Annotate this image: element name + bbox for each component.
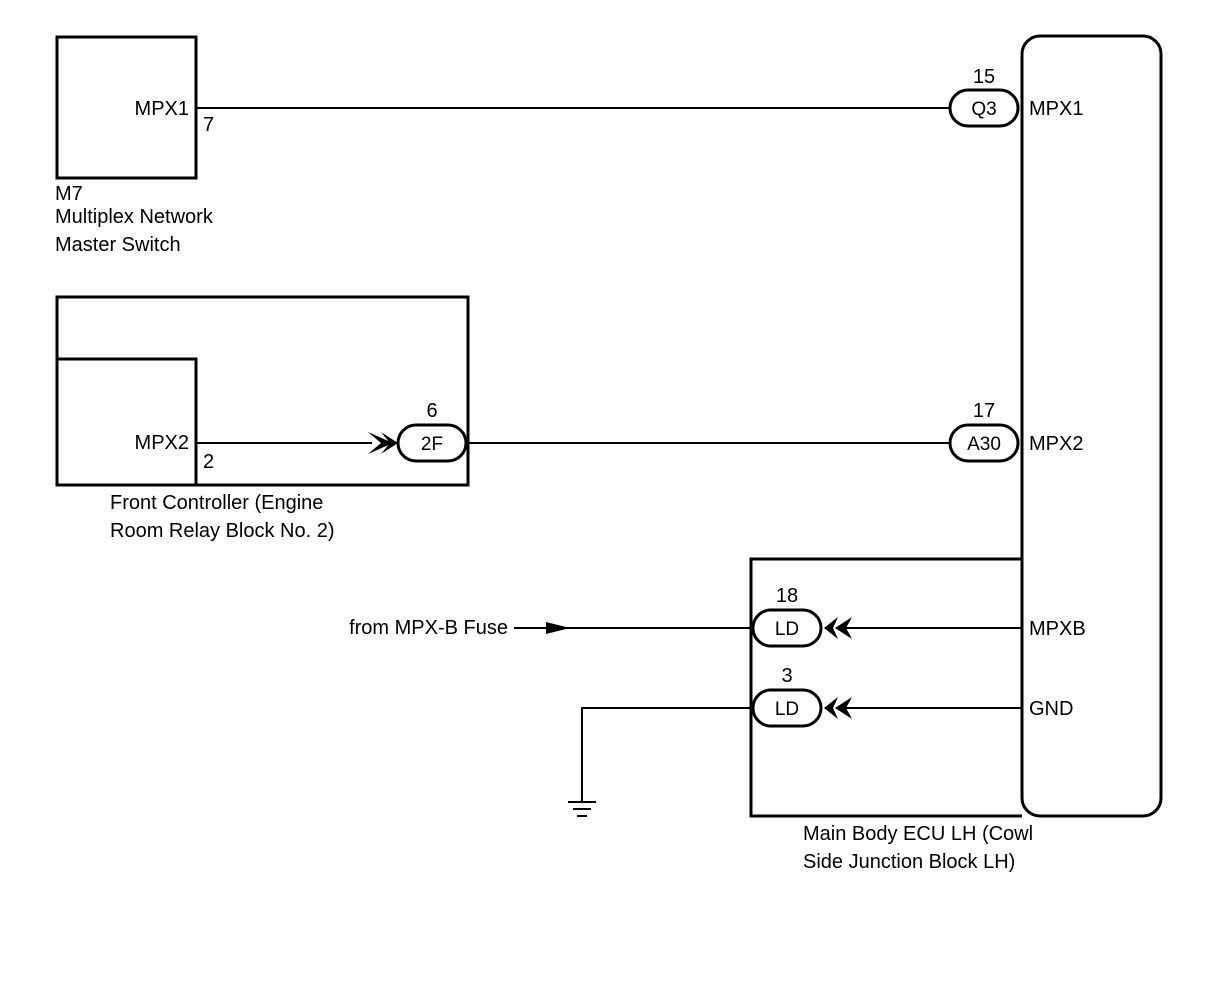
connector-ld-mpxb-shape <box>751 608 823 648</box>
front-controller-terminal-name: MPX2 <box>135 432 189 454</box>
connector-ld-mpxb: LD 18 <box>751 585 823 648</box>
connector-a30-pin: 17 <box>973 400 995 422</box>
ground-icon <box>568 801 596 817</box>
arrow-right-icon <box>546 622 570 634</box>
front-controller: MPX2 2 Front Controller (Engine Room Rel… <box>55 295 470 542</box>
connector-q3-code: Q3 <box>971 99 996 120</box>
m7-name-line2: Master Switch <box>55 234 181 256</box>
chevron-left-icon <box>835 697 852 719</box>
ecu-terminal-mpx2: MPX2 <box>1029 433 1083 455</box>
connector-ld-gnd: LD 3 <box>751 665 823 728</box>
connector-a30-shape <box>948 423 1020 463</box>
connector-q3-shape <box>948 88 1020 128</box>
ecu-name-line2: Side Junction Block LH) <box>803 851 1015 873</box>
chevron-left-icon <box>824 697 838 719</box>
front-controller-pin-number: 2 <box>203 451 214 473</box>
front-controller-inner-box <box>55 357 198 487</box>
ecu-terminal-mpxb: MPXB <box>1029 618 1086 640</box>
connector-2f-pin: 6 <box>426 400 437 422</box>
ecu-terminal-mpx1: MPX1 <box>1029 98 1083 120</box>
front-controller-name-line2: Room Relay Block No. 2) <box>110 520 335 542</box>
m7-master-switch: MPX1 7 M7 Multiplex Network Master Switc… <box>55 35 214 256</box>
chevron-left-icon <box>824 617 838 639</box>
chevron-right-icon <box>381 432 398 454</box>
connector-ld-mpxb-code: LD <box>775 619 799 640</box>
connector-q3: Q3 15 MPX1 <box>948 66 1083 128</box>
front-controller-name-line1: Front Controller (Engine <box>110 492 323 514</box>
connector-a30-code: A30 <box>967 434 1001 455</box>
ecu-terminal-gnd: GND <box>1029 698 1073 720</box>
connector-ld-gnd-code: LD <box>775 699 799 720</box>
m7-pin-number: 7 <box>203 114 214 136</box>
connector-2f: 2F 6 <box>396 400 468 463</box>
junction-block-box <box>749 557 1022 818</box>
connector-ld-gnd-pin: 3 <box>781 665 792 687</box>
ecu-name-line1: Main Body ECU LH (Cowl <box>803 823 1033 845</box>
ecu-body-box <box>1020 34 1163 818</box>
connector-2f-code: 2F <box>421 434 443 455</box>
connector-ld-mpxb-pin: 18 <box>776 585 798 607</box>
main-body-ecu: Main Body ECU LH (Cowl Side Junction Blo… <box>749 34 1163 873</box>
connector-a30: A30 17 MPX2 <box>948 400 1083 463</box>
m7-name-line1: Multiplex Network <box>55 206 214 228</box>
m7-code: M7 <box>55 183 83 205</box>
connector-ld-gnd-shape <box>751 688 823 728</box>
m7-terminal-name: MPX1 <box>135 98 189 120</box>
chevron-left-icon <box>835 617 852 639</box>
ground-wire <box>581 707 753 802</box>
fuse-label: from MPX-B Fuse <box>349 617 508 639</box>
connector-q3-pin: 15 <box>973 66 995 88</box>
chevron-right-icon <box>368 432 393 454</box>
